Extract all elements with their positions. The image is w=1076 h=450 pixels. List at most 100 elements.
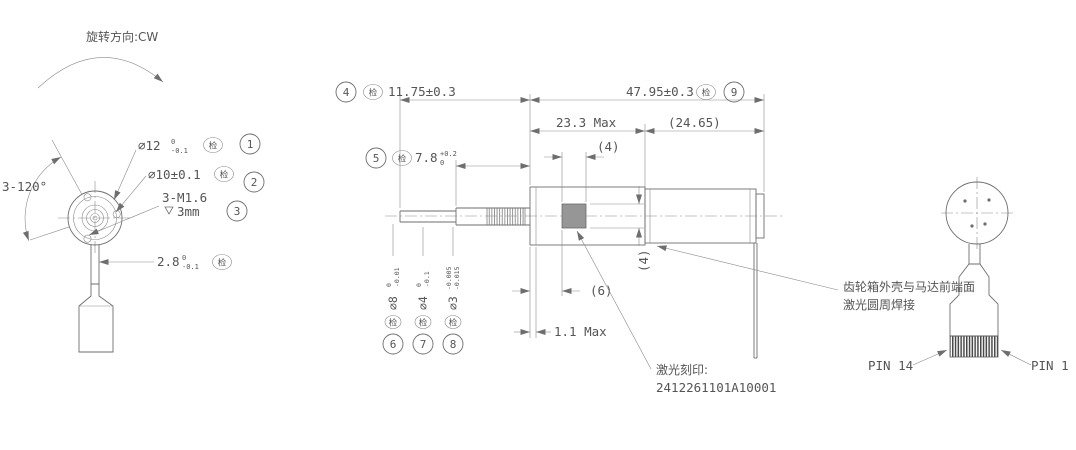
inspect-oval (414, 315, 432, 329)
weld-note-line2: 激光圆周焊接 (843, 297, 915, 312)
length-4795-dimension: 47.95±0.3 (626, 84, 694, 99)
knurled-section (486, 207, 526, 226)
rear-circle (945, 181, 1009, 245)
balloon-6-number: 6 (390, 338, 397, 351)
inspect-oval (384, 315, 402, 329)
balloon-4-number: 4 (343, 86, 350, 99)
length-78-tol-upper: +0.2 (440, 150, 457, 158)
rotation-direction-note: 旋转方向:CW (37, 29, 164, 89)
d3-tol-lower: -0.015 (453, 266, 461, 290)
depth-symbol-icon (164, 206, 174, 215)
balloon-4 (335, 81, 357, 103)
balloon-3-number: 3 (234, 205, 241, 218)
d4-tol-lower: -0.1 (423, 271, 431, 287)
length-2465-dimension: (24.65) (668, 115, 721, 130)
inspect-mark: 检 (702, 88, 711, 99)
w28-dimension: 2.8 (157, 254, 180, 269)
angle-dimension-label: 3-120° (2, 179, 47, 194)
rotation-arrow-icon (37, 57, 164, 89)
balloon-1-number: 1 (247, 138, 254, 151)
balloon-2-number: 2 (251, 176, 258, 189)
l11-dimension: 1.1 Max (554, 324, 607, 339)
callout-d10: ∅10±0.1 检 2 (115, 166, 265, 213)
connector-pins (949, 335, 999, 358)
w28-tol-upper: 0 (182, 254, 186, 262)
laser-mark-area (561, 203, 587, 229)
balloon-1 (239, 133, 261, 155)
balloon-5-number: 5 (373, 152, 380, 165)
balloon-9 (723, 81, 745, 103)
weld-note: 齿轮箱外壳与马达前端面 激光圆周焊接 (656, 245, 975, 312)
balloon-7-number: 7 (420, 338, 427, 351)
balloon-2 (243, 171, 265, 193)
pin14-label: PIN 14 (868, 358, 913, 373)
callout-d12: ∅12 0 -0.1 检 1 (113, 133, 261, 201)
length-1175-dimension: 11.75±0.3 (388, 84, 456, 99)
d8-dimension: ∅8 (386, 296, 400, 310)
weld-note-line1: 齿轮箱外壳与马达前端面 (843, 279, 975, 294)
inspect-mark: 检 (218, 258, 227, 269)
laser-mark-label: 激光刻印: (656, 363, 708, 377)
connector-body (949, 263, 999, 337)
inspect-oval (696, 84, 716, 100)
inspect-mark: 检 (419, 318, 428, 329)
g4-top-dimension: (4) (597, 139, 620, 154)
rear-view: PIN 14 PIN 1 (868, 177, 1069, 373)
inspect-oval (444, 315, 462, 329)
d4-tol-upper: 0 (415, 283, 423, 287)
mount-hole (83, 193, 92, 202)
d10-dimension: ∅10±0.1 (148, 167, 201, 182)
dimension-g4-side: (4) (590, 186, 651, 272)
callout-thread: 3-M1.6 3mm 3 (88, 190, 248, 236)
balloon-9-number: 9 (731, 86, 738, 99)
rear-pin-dot (970, 224, 974, 228)
inspect-oval (212, 254, 232, 270)
dimension-l11: 1.1 Max (514, 247, 607, 339)
laser-marking-note: 激光刻印: 2412261101A10001 (576, 230, 776, 395)
inspect-mark: 检 (398, 154, 407, 165)
length-78-dimension: 7.8 (415, 150, 438, 165)
inspect-oval (363, 84, 383, 100)
rear-pin-dot (963, 199, 967, 203)
balloon-8-number: 8 (450, 338, 457, 351)
thread-dimension: 3-M1.6 (162, 190, 207, 205)
dimension-l78: 5 检 7.8 +0.2 0 (365, 147, 530, 206)
d12-dimension: ∅12 (138, 138, 161, 153)
balloon-3 (226, 200, 248, 222)
front-view: 3-120° (2, 139, 132, 353)
dimension-g4-top: (4) (544, 139, 620, 202)
w28-tol-lower: -0.1 (182, 263, 199, 271)
inspect-oval (392, 150, 412, 166)
mount-hole (83, 234, 92, 243)
inspect-mark: 检 (389, 318, 398, 329)
motor-end-cap (755, 193, 765, 239)
connector-side-profile (78, 283, 114, 353)
dimension-lengths-top: 4 检 11.75±0.3 47.95±0.3 检 9 23.3 Max (24… (335, 81, 765, 208)
inspect-mark: 检 (220, 170, 229, 181)
inspect-mark: 检 (209, 141, 218, 152)
shaft-diameter-callouts: ∅8 0 -0.01 检 6 ∅4 0 -0.1 检 7 ∅3 -0.005 -… (382, 224, 464, 355)
d8-tol-upper: 0 (385, 283, 393, 287)
inspect-oval (203, 137, 223, 153)
thread-depth: 3mm (177, 204, 200, 219)
side-view (385, 186, 782, 359)
inspect-oval (214, 166, 234, 182)
inspect-mark: 检 (369, 88, 378, 99)
rear-pin-dot (983, 222, 987, 226)
rotation-direction-label: 旋转方向:CW (86, 29, 158, 44)
balloon-6 (382, 333, 404, 355)
d3-dimension: ∅3 (446, 296, 460, 310)
d12-tol-upper: 0 (171, 138, 175, 146)
pin1-label: PIN 1 (1031, 358, 1069, 373)
length-78-tol-lower: 0 (440, 159, 444, 167)
laser-mark-value: 2412261101A10001 (656, 380, 776, 395)
dimension-g6: (6) (512, 230, 613, 338)
balloon-7 (412, 333, 434, 355)
d12-tol-lower: -0.1 (171, 147, 188, 155)
balloon-5 (365, 147, 387, 169)
balloon-8 (442, 333, 464, 355)
rear-pin-dot (987, 198, 991, 202)
length-233-dimension: 23.3 Max (556, 115, 617, 130)
